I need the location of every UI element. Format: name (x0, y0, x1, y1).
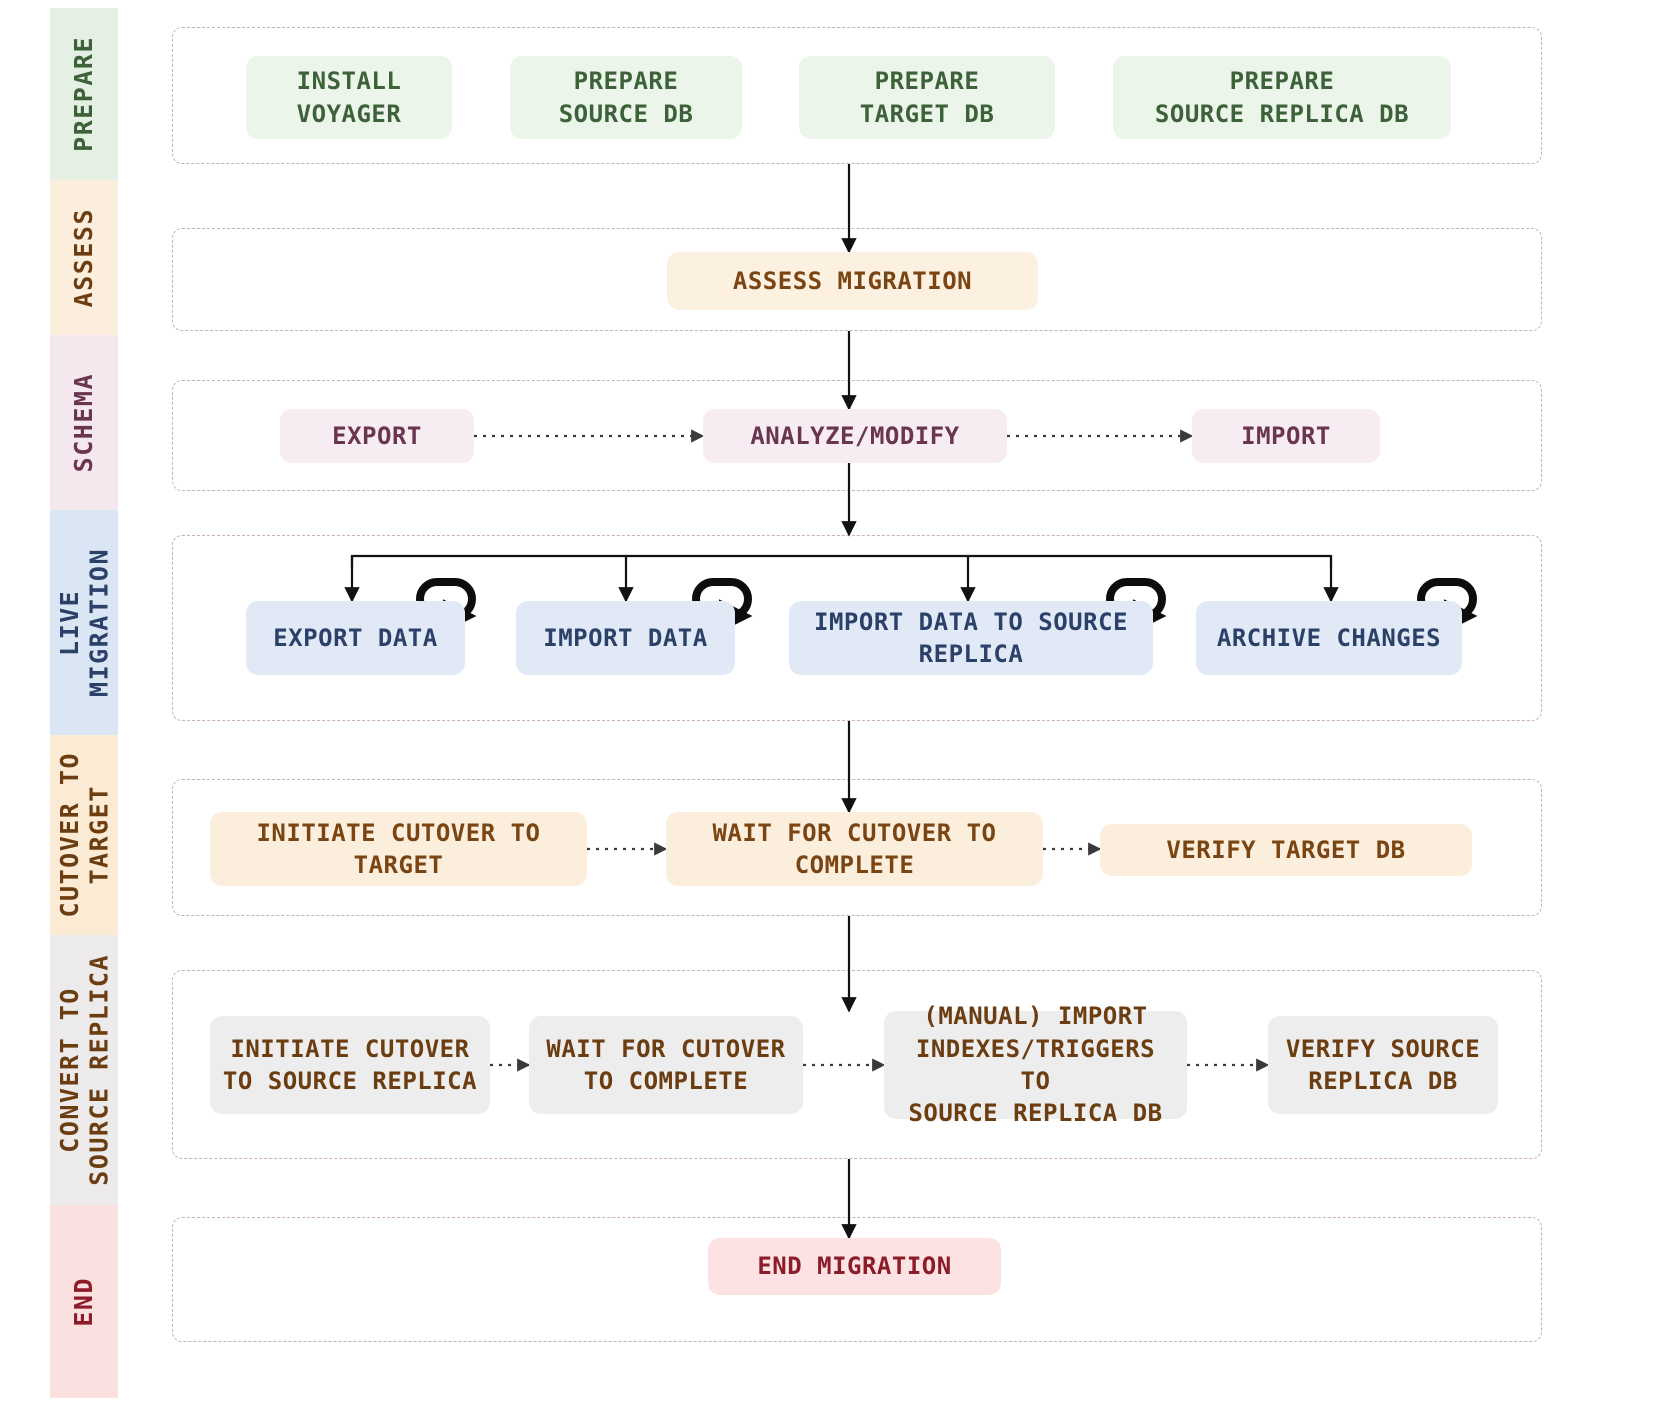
node-wait-for-cutover-to-complete-target[interactable]: WAIT FOR CUTOVER TO COMPLETE (666, 812, 1043, 886)
phase-band-assess: ASSESS (50, 180, 118, 335)
node-import-data[interactable]: IMPORT DATA (516, 601, 735, 675)
phase-label-live: LIVE MIGRATION (54, 548, 114, 697)
phase-rail: PREPARE ASSESS SCHEMA LIVE MIGRATION CUTOVER… (50, 8, 118, 1398)
phase-band-prepare: PREPARE (50, 8, 118, 180)
node-wait-for-cutover-to-complete-replica[interactable]: WAIT FOR CUTOVER TO COMPLETE (529, 1016, 803, 1114)
group-container-g-live (172, 535, 1542, 721)
phase-band-schema: SCHEMA (50, 335, 118, 510)
phase-band-cutover: CUTOVER TO TARGET (50, 735, 118, 935)
node-verify-target-db[interactable]: VERIFY TARGET DB (1100, 824, 1472, 876)
node-prepare-source-replica-db[interactable]: PREPARE SOURCE REPLICA DB (1113, 56, 1451, 139)
node-initiate-cutover-to-source-replica[interactable]: INITIATE CUTOVER TO SOURCE REPLICA (210, 1016, 490, 1114)
node-schema-export[interactable]: EXPORT (280, 409, 474, 463)
phase-label-convert: CONVERT TO SOURCE REPLICA (54, 954, 114, 1186)
phase-label-cutover: CUTOVER TO TARGET (54, 752, 114, 918)
phase-band-live: LIVE MIGRATION (50, 510, 118, 735)
node-verify-source-replica-db[interactable]: VERIFY SOURCE REPLICA DB (1268, 1016, 1498, 1114)
group-container-g-schema (172, 380, 1542, 491)
group-container-g-cutover (172, 779, 1542, 916)
node-prepare-source-db[interactable]: PREPARE SOURCE DB (510, 56, 742, 139)
node-prepare-target-db[interactable]: PREPARE TARGET DB (799, 56, 1055, 139)
node-assess-migration[interactable]: ASSESS MIGRATION (667, 252, 1038, 310)
phase-label-schema: SCHEMA (69, 372, 99, 473)
node-initiate-cutover-to-target[interactable]: INITIATE CUTOVER TO TARGET (210, 812, 587, 886)
node-export-data[interactable]: EXPORT DATA (246, 601, 465, 675)
phase-label-end: END (69, 1276, 99, 1327)
node-end-migration[interactable]: END MIGRATION (708, 1238, 1001, 1295)
phase-label-prepare: PREPARE (69, 36, 99, 152)
phase-band-convert: CONVERT TO SOURCE REPLICA (50, 935, 118, 1205)
node-install-voyager[interactable]: INSTALL VOYAGER (246, 56, 452, 139)
group-container-g-prepare (172, 27, 1542, 164)
group-container-g-convert (172, 970, 1542, 1159)
node-import-data-to-source-replica[interactable]: IMPORT DATA TO SOURCE REPLICA (789, 601, 1153, 675)
node-manual-import-indexes-triggers[interactable]: (MANUAL) IMPORT INDEXES/TRIGGERS TO SOUR… (884, 1002, 1187, 1127)
phase-band-end: END (50, 1205, 118, 1398)
node-archive-changes[interactable]: ARCHIVE CHANGES (1196, 601, 1462, 675)
node-schema-analyze-modify[interactable]: ANALYZE/MODIFY (703, 409, 1007, 463)
group-container-g-end (172, 1217, 1542, 1342)
phase-label-assess: ASSESS (69, 207, 99, 308)
group-container-g-assess (172, 228, 1542, 331)
node-schema-import[interactable]: IMPORT (1192, 409, 1380, 463)
